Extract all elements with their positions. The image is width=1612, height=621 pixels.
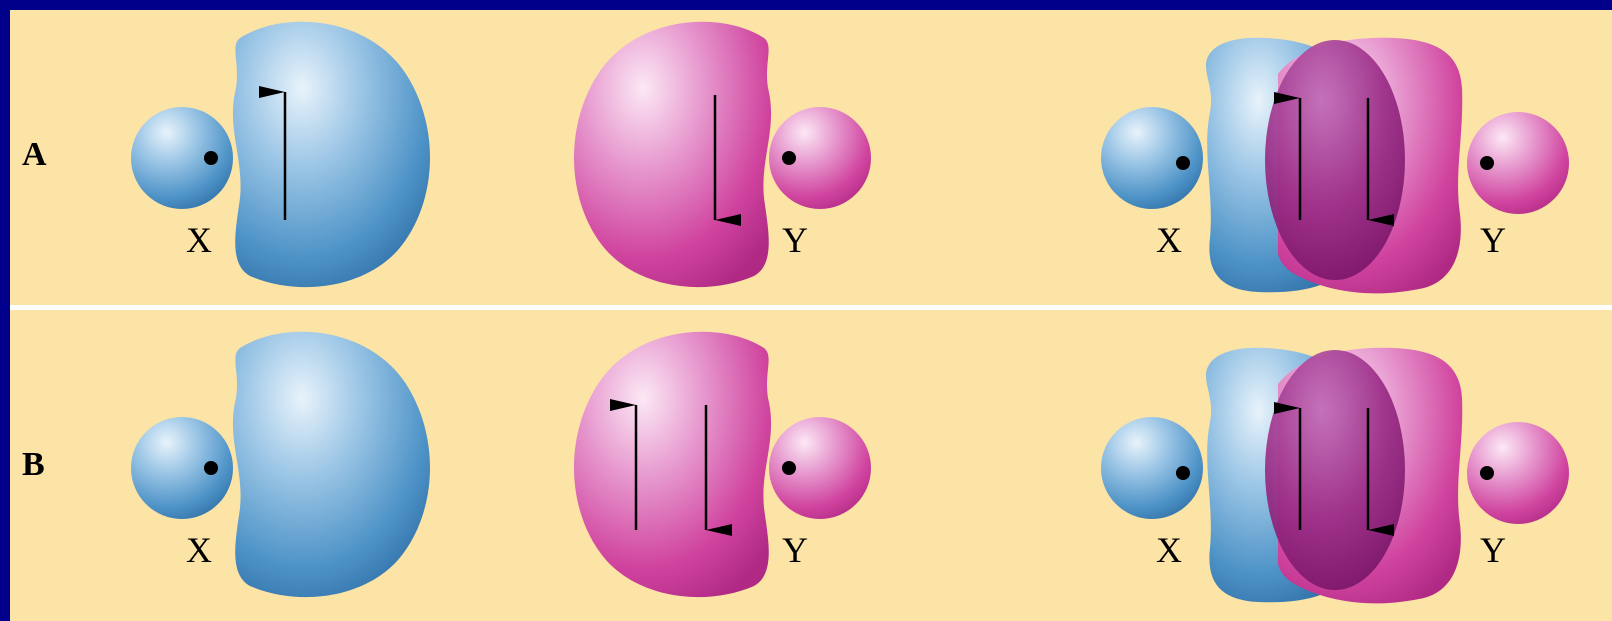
bond-atom-y-nucleus-dot [1480, 466, 1494, 480]
bond-atom-y-nucleus-sphere [1467, 112, 1569, 214]
bond-atom-x-nucleus-sphere [1101, 107, 1203, 209]
bond-atom-x-nucleus-dot [1176, 156, 1190, 170]
bond-atom-y-label: Y [1480, 530, 1506, 570]
atom-x-separate: X [131, 331, 430, 598]
atom-x-label: X [186, 220, 212, 260]
atom-x-nucleus-dot [204, 151, 218, 165]
atom-y-separate: Y [574, 21, 871, 288]
atom-x-separate: X [131, 21, 430, 288]
atom-x-orbital-lobe [232, 331, 430, 598]
bond-atom-x-label: X [1156, 530, 1182, 570]
bond-atom-y-nucleus-dot [1480, 156, 1494, 170]
bond-atom-x-nucleus-dot [1176, 466, 1190, 480]
bond-atom-x-label: X [1156, 220, 1182, 260]
row-label: A [22, 136, 47, 173]
atom-x-nucleus-sphere [131, 417, 233, 519]
atom-y-nucleus-sphere [769, 107, 871, 209]
atom-y-nucleus-dot [782, 151, 796, 165]
atom-x-nucleus-sphere [131, 107, 233, 209]
atom-y-nucleus-dot [782, 461, 796, 475]
bond-atom-y-nucleus-sphere [1467, 422, 1569, 524]
atom-x-label: X [186, 530, 212, 570]
row-label: B [22, 446, 45, 483]
overlap-region [1265, 350, 1405, 590]
panel-divider [10, 305, 1612, 310]
atom-y-label: Y [782, 530, 808, 570]
atom-y-nucleus-sphere [769, 417, 871, 519]
atom-x-nucleus-dot [204, 461, 218, 475]
bond-atom-y-label: Y [1480, 220, 1506, 260]
bond-atom-x-nucleus-sphere [1101, 417, 1203, 519]
overlap-region [1265, 40, 1405, 280]
atom-y-separate: Y [574, 331, 871, 598]
atom-y-label: Y [782, 220, 808, 260]
